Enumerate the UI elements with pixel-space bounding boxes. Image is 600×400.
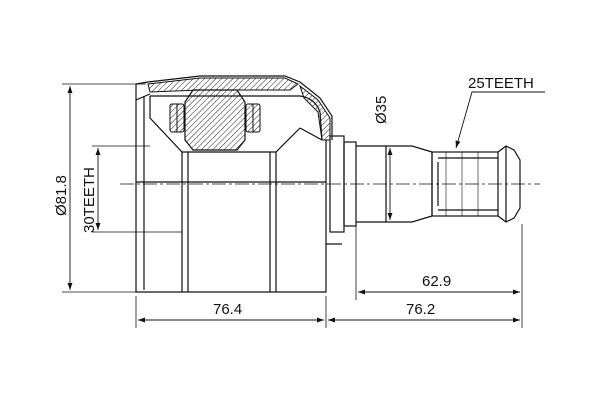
leader-spline-teeth	[455, 91, 545, 149]
label-overall-shaft-length: 76.2	[406, 301, 435, 318]
label-spline-teeth: 25TEETH	[468, 75, 534, 92]
label-housing-teeth: 30TEETH	[81, 167, 98, 233]
housing-section-hatch	[147, 77, 331, 151]
label-shaft-length: 62.9	[422, 273, 451, 290]
dimension-lines	[67, 86, 545, 323]
housing-body	[135, 75, 342, 293]
extension-lines	[62, 83, 523, 328]
label-shaft-diameter: Ø35	[373, 96, 390, 124]
label-housing-diameter: Ø81.8	[53, 175, 70, 216]
label-housing-length: 76.4	[213, 301, 242, 318]
